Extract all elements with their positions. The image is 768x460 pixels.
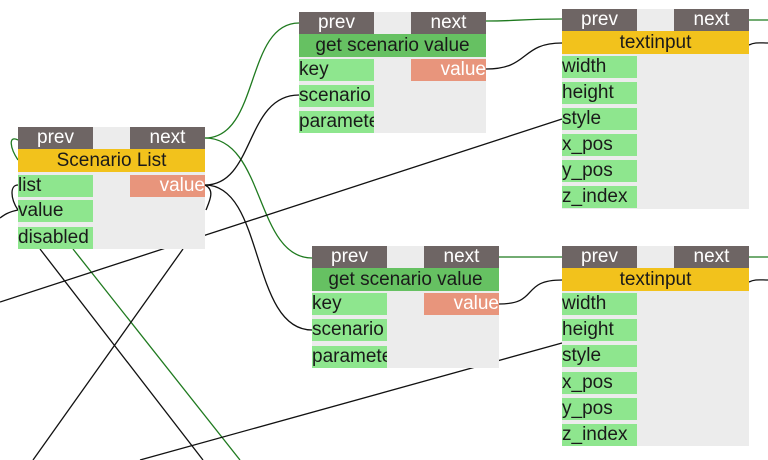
input-port-key[interactable]: key [299, 59, 374, 81]
flow-wire-list-to-get-value-2[interactable] [204, 137, 313, 259]
input-port-x-pos[interactable]: x_pos [562, 134, 637, 156]
input-port-style[interactable]: style [562, 345, 637, 367]
next-port[interactable]: next [411, 12, 486, 34]
input-port-scenario[interactable]: scenario [299, 85, 374, 107]
input-port-width[interactable]: width [562, 293, 637, 315]
input-port-y-pos[interactable]: y_pos [562, 398, 637, 420]
prev-port[interactable]: prev [299, 12, 374, 34]
input-port-width[interactable]: width [562, 56, 637, 78]
node-title: get scenario value [312, 268, 499, 291]
output-port-value[interactable]: value [130, 175, 205, 197]
node-scenario-list[interactable]: prev next Scenario List list value disab… [18, 127, 205, 249]
prev-port[interactable]: prev [312, 246, 387, 268]
flow-wire-list-prev-in[interactable] [10, 138, 19, 161]
data-wire-value-loop[interactable] [204, 184, 212, 211]
data-wire-get-value-1-to-textinput-1[interactable] [485, 42, 563, 70]
data-wire-get-value-2-to-textinput-2[interactable] [498, 279, 563, 305]
input-port-z-index[interactable]: z_index [562, 424, 637, 446]
node-title: textinput [562, 268, 749, 291]
prev-port[interactable]: prev [562, 9, 637, 31]
data-wire-cross-2[interactable] [32, 248, 184, 460]
next-port[interactable]: next [424, 246, 499, 268]
node-title: Scenario List [18, 149, 205, 172]
data-wire-value-to-scenario-1[interactable] [204, 94, 300, 186]
node-get-scenario-value-1[interactable]: prev next get scenario value key scenari… [299, 12, 486, 133]
input-port-height[interactable]: height [562, 82, 637, 104]
input-port-z-index[interactable]: z_index [562, 186, 637, 208]
flow-wire-get-value-1-to-textinput-1[interactable] [485, 18, 563, 22]
node-title: get scenario value [299, 34, 486, 57]
flow-wire-list-to-get-value-1[interactable] [204, 22, 300, 139]
input-port-x-pos[interactable]: x_pos [562, 372, 637, 394]
input-port-parameter[interactable]: parameter [312, 346, 387, 368]
next-port[interactable]: next [674, 246, 749, 268]
prev-port[interactable]: prev [562, 246, 637, 268]
node-textinput-1[interactable]: prev next textinput width height style x… [562, 9, 749, 209]
next-port[interactable]: next [130, 127, 205, 149]
node-get-scenario-value-2[interactable]: prev next get scenario value key scenari… [312, 246, 499, 368]
data-wire-to-style-1[interactable] [0, 118, 563, 303]
prev-port[interactable]: prev [18, 127, 93, 149]
data-wire-value-to-scenario-2[interactable] [204, 184, 313, 331]
next-port[interactable]: next [674, 9, 749, 31]
flow-wire-disabled-down[interactable] [72, 248, 241, 460]
input-port-disabled[interactable]: disabled [18, 227, 93, 249]
node-title: textinput [562, 31, 749, 54]
input-port-scenario[interactable]: scenario [312, 319, 387, 341]
node-textinput-2[interactable]: prev next textinput width height style x… [562, 246, 749, 446]
input-port-y-pos[interactable]: y_pos [562, 160, 637, 182]
data-wire-textinput-2-out[interactable] [748, 279, 768, 283]
output-port-value[interactable]: value [411, 59, 486, 81]
input-port-list[interactable]: list [18, 175, 93, 197]
data-wire-cross-1[interactable] [39, 248, 204, 460]
input-port-key[interactable]: key [312, 293, 387, 315]
input-port-parameter[interactable]: parameter [299, 111, 374, 133]
input-port-height[interactable]: height [562, 319, 637, 341]
data-wire-textinput-1-out[interactable] [748, 42, 768, 46]
output-port-value[interactable]: value [424, 293, 499, 315]
input-port-style[interactable]: style [562, 108, 637, 130]
data-wire-list-in[interactable] [0, 184, 20, 219]
input-port-value[interactable]: value [18, 200, 93, 222]
